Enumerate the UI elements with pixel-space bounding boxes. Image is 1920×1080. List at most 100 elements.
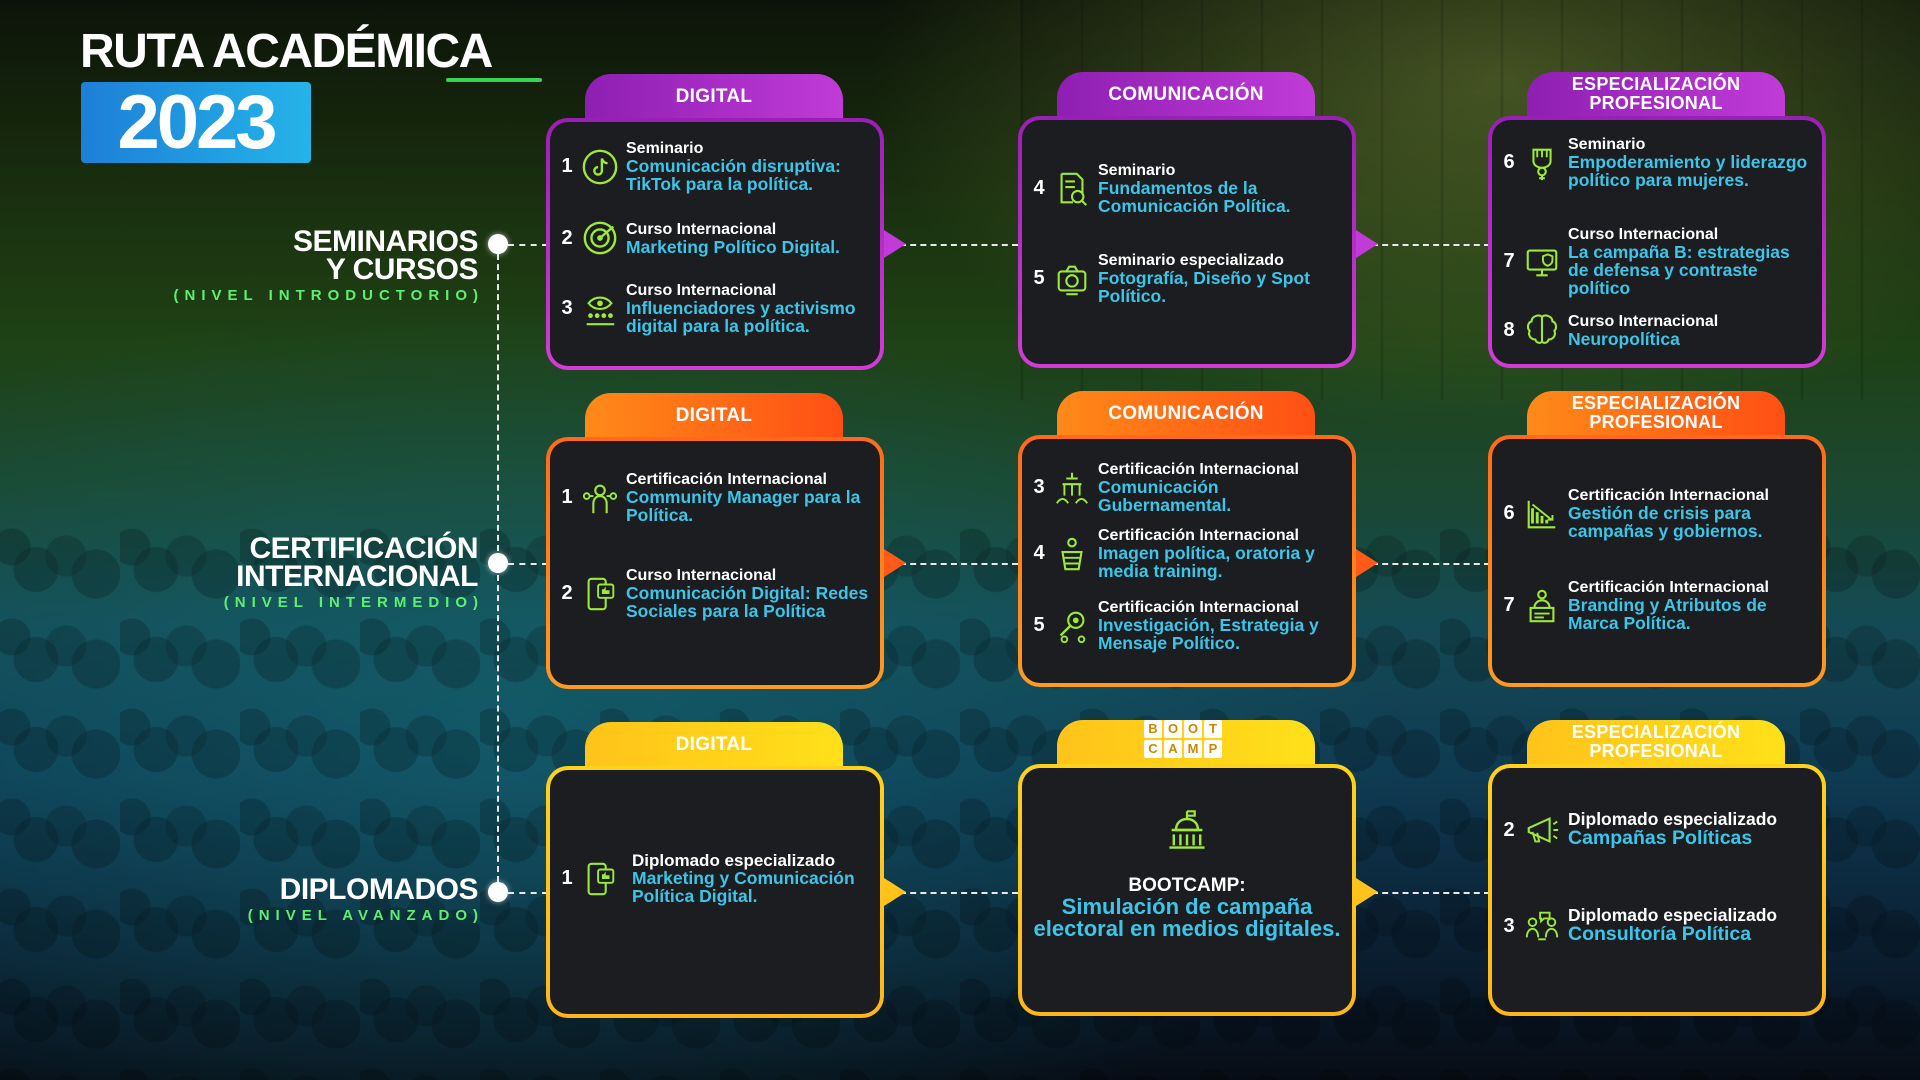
- bootcamp-letter: A: [1164, 740, 1182, 758]
- item-number: 8: [1500, 319, 1518, 342]
- item-kind: Seminario: [1568, 136, 1814, 153]
- item-kind: Certificación Internacional: [1098, 461, 1344, 478]
- crisis-chart-icon: [1522, 494, 1562, 534]
- bootcamp-letter: M: [1184, 740, 1202, 758]
- card-content: 6 Certificación InternacionalGestión de …: [1492, 439, 1822, 683]
- card-arrow: [884, 878, 906, 906]
- item-kind: Seminario especializado: [1098, 252, 1344, 269]
- level-label-2: CERTIFICACIÓN INTERNACIONAL (NIVEL INTER…: [224, 535, 478, 611]
- item-number: 3: [1030, 476, 1048, 499]
- tab-label: COMUNICACIÓN: [1108, 404, 1264, 423]
- tab-label-line1: ESPECIALIZACIÓN: [1572, 75, 1741, 94]
- connector-2c: [1372, 563, 1490, 565]
- tab-label: DIGITAL: [676, 735, 753, 754]
- level-subtitle: (NIVEL INTERMEDIO): [224, 594, 484, 611]
- item-name: Neuropolítica: [1568, 330, 1814, 348]
- timeline-node-2: [488, 553, 508, 573]
- bootcamp-letter: T: [1204, 720, 1222, 738]
- card-arrow: [884, 549, 906, 577]
- level-title-line2: Y CURSOS: [174, 256, 478, 284]
- tab-comunicacion: COMUNICACIÓN: [1057, 72, 1315, 116]
- card-arrow: [884, 230, 906, 258]
- item-name: Investigación, Estrategia y Mensaje Polí…: [1098, 616, 1344, 652]
- item-name: Marketing Político Digital.: [626, 238, 872, 256]
- bootcamp-letter: B: [1144, 720, 1162, 738]
- tab-digital: DIGITAL: [585, 722, 843, 766]
- bootcamp-letter: O: [1184, 720, 1202, 738]
- item-kind: Diplomado especializado: [1568, 811, 1814, 828]
- item-kind: Certificación Internacional: [626, 471, 872, 488]
- level-title-line2: INTERNACIONAL: [224, 563, 478, 591]
- influencer-icon: [580, 289, 620, 329]
- level-label-1: SEMINARIOS Y CURSOS (NIVEL INTRODUCTORIO…: [174, 228, 478, 304]
- target-icon: [580, 218, 620, 258]
- fist-female-icon: [1522, 143, 1562, 183]
- timeline-node-1: [488, 234, 508, 254]
- item-name: Consultoría Política: [1568, 924, 1814, 945]
- card-content: 6 SeminarioEmpoderamiento y liderazgo po…: [1492, 120, 1822, 364]
- item-name: Comunicación disruptiva: TikTok para la …: [626, 157, 872, 193]
- item-name: Fotografía, Diseño y Spot Político.: [1098, 269, 1344, 305]
- podium-icon: [1052, 534, 1092, 574]
- connector-1b: [900, 244, 1018, 246]
- consulting-icon: [1522, 906, 1562, 946]
- item-name: Marketing y Comunicación Política Digita…: [632, 869, 872, 905]
- timeline-node-3: [488, 882, 508, 902]
- tiktok-icon: [580, 147, 620, 187]
- capitol-icon: [1165, 808, 1209, 852]
- card-content[interactable]: BOOTCAMP: Simulación de campaña electora…: [1022, 768, 1352, 1012]
- item-name: Influenciadores y activismo digital para…: [626, 299, 872, 335]
- bootcamp-letter: P: [1204, 740, 1222, 758]
- brain-icon: [1522, 310, 1562, 350]
- community-icon: [580, 478, 620, 518]
- document-search-icon: [1052, 169, 1092, 209]
- item-kind: Curso Internacional: [1568, 313, 1814, 330]
- bootcamp-letter: O: [1164, 720, 1182, 738]
- connector-3a: [508, 892, 548, 894]
- tab-label: COMUNICACIÓN: [1108, 85, 1264, 104]
- connector-2b: [900, 563, 1018, 565]
- level-title-line1: SEMINARIOS: [174, 228, 478, 256]
- item-number: 7: [1500, 250, 1518, 273]
- item-number: 1: [558, 155, 576, 178]
- tab-label-line2: PROFESIONAL: [1572, 413, 1741, 432]
- bootcamp-logo: B O O T C A M P: [1144, 720, 1222, 758]
- item-number: 6: [1500, 502, 1518, 525]
- item-kind: Certificación Internacional: [1098, 599, 1344, 616]
- item-name: Comunicación Digital: Redes Sociales par…: [626, 584, 872, 620]
- megaphone-icon: [1522, 810, 1562, 850]
- bootcamp-kind: BOOTCAMP:: [1022, 876, 1352, 896]
- government-icon: [1052, 468, 1092, 508]
- item-number: 1: [558, 867, 576, 890]
- tab-label: DIGITAL: [676, 87, 753, 106]
- item-kind: Curso Internacional: [626, 567, 872, 584]
- item-name: Branding y Atributos de Marca Política.: [1568, 596, 1814, 632]
- item-kind: Certificación Internacional: [1098, 527, 1344, 544]
- card-arrow: [1356, 230, 1378, 258]
